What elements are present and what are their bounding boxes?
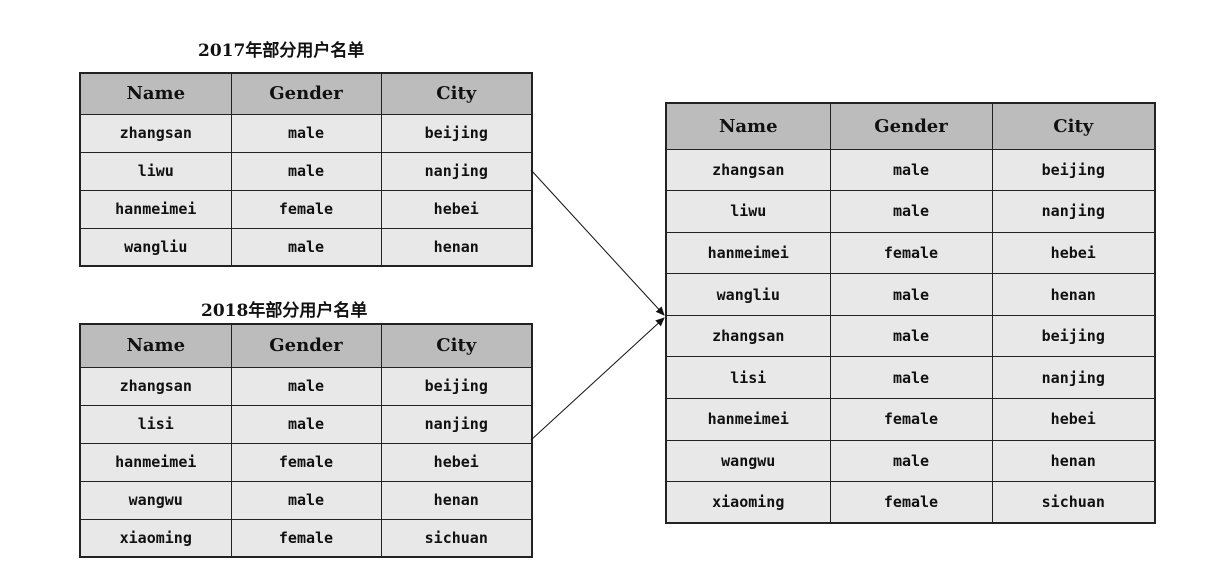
column-header-city: City [380, 323, 533, 368]
cell-city: henan [380, 227, 533, 267]
column-header-city: City [380, 72, 533, 115]
cell-name: liwu [79, 151, 232, 191]
header-row: Name Gender City [79, 323, 533, 368]
cell-city: beijing [380, 113, 533, 153]
cell-name: wangwu [665, 439, 831, 483]
cell-name: liwu [665, 190, 831, 233]
cell-city: hebei [380, 442, 533, 482]
cell-gender: female [829, 231, 993, 275]
cell-city: hebei [991, 231, 1156, 275]
column-header-gender: Gender [829, 102, 993, 150]
cell-name: hanmeimei [665, 398, 831, 441]
cell-name: zhangsan [79, 113, 232, 153]
table-2018-title: 2018年部分用户名单 [201, 301, 368, 321]
cell-name: lisi [665, 356, 831, 400]
column-header-gender: Gender [230, 323, 382, 368]
cell-gender: male [230, 366, 382, 406]
cell-gender: male [829, 148, 993, 192]
cell-city: hebei [991, 398, 1156, 441]
cell-gender: male [230, 404, 382, 444]
column-header-name: Name [665, 102, 831, 150]
cell-name: zhangsan [665, 314, 831, 358]
column-header-name: Name [79, 72, 232, 115]
cell-name: lisi [79, 404, 232, 444]
cell-city: sichuan [991, 481, 1156, 524]
cell-city: nanjing [380, 151, 533, 191]
cell-name: wangliu [79, 227, 232, 267]
cell-gender: male [230, 227, 382, 267]
cell-city: beijing [991, 314, 1156, 358]
cell-name: zhangsan [79, 366, 232, 406]
cell-gender: female [230, 442, 382, 482]
cell-gender: male [230, 113, 382, 153]
connector-line-2018 [530, 317, 665, 441]
cell-name: xiaoming [665, 481, 831, 524]
cell-name: xiaoming [79, 518, 232, 558]
cell-gender: female [230, 189, 382, 229]
header-row: Name Gender City [79, 72, 533, 115]
column-header-gender: Gender [230, 72, 382, 115]
table-2017-title: 2017年部分用户名单 [198, 41, 365, 61]
cell-name: wangwu [79, 480, 232, 520]
cell-city: henan [380, 480, 533, 520]
cell-name: zhangsan [665, 148, 831, 192]
cell-name: wangliu [665, 273, 831, 316]
cell-city: nanjing [991, 356, 1156, 400]
cell-gender: male [230, 151, 382, 191]
cell-city: sichuan [380, 518, 533, 558]
connector-line-2017 [530, 169, 665, 316]
column-header-city: City [991, 102, 1156, 150]
cell-city: hebei [380, 189, 533, 229]
column-header-name: Name [79, 323, 232, 368]
cell-gender: male [829, 190, 993, 233]
cell-gender: female [230, 518, 382, 558]
cell-city: nanjing [991, 190, 1156, 233]
cell-city: beijing [991, 148, 1156, 192]
header-row: Name Gender City [665, 102, 1156, 150]
cell-city: henan [991, 273, 1156, 316]
cell-name: hanmeimei [79, 189, 232, 229]
cell-gender: female [829, 481, 993, 524]
cell-gender: male [230, 480, 382, 520]
